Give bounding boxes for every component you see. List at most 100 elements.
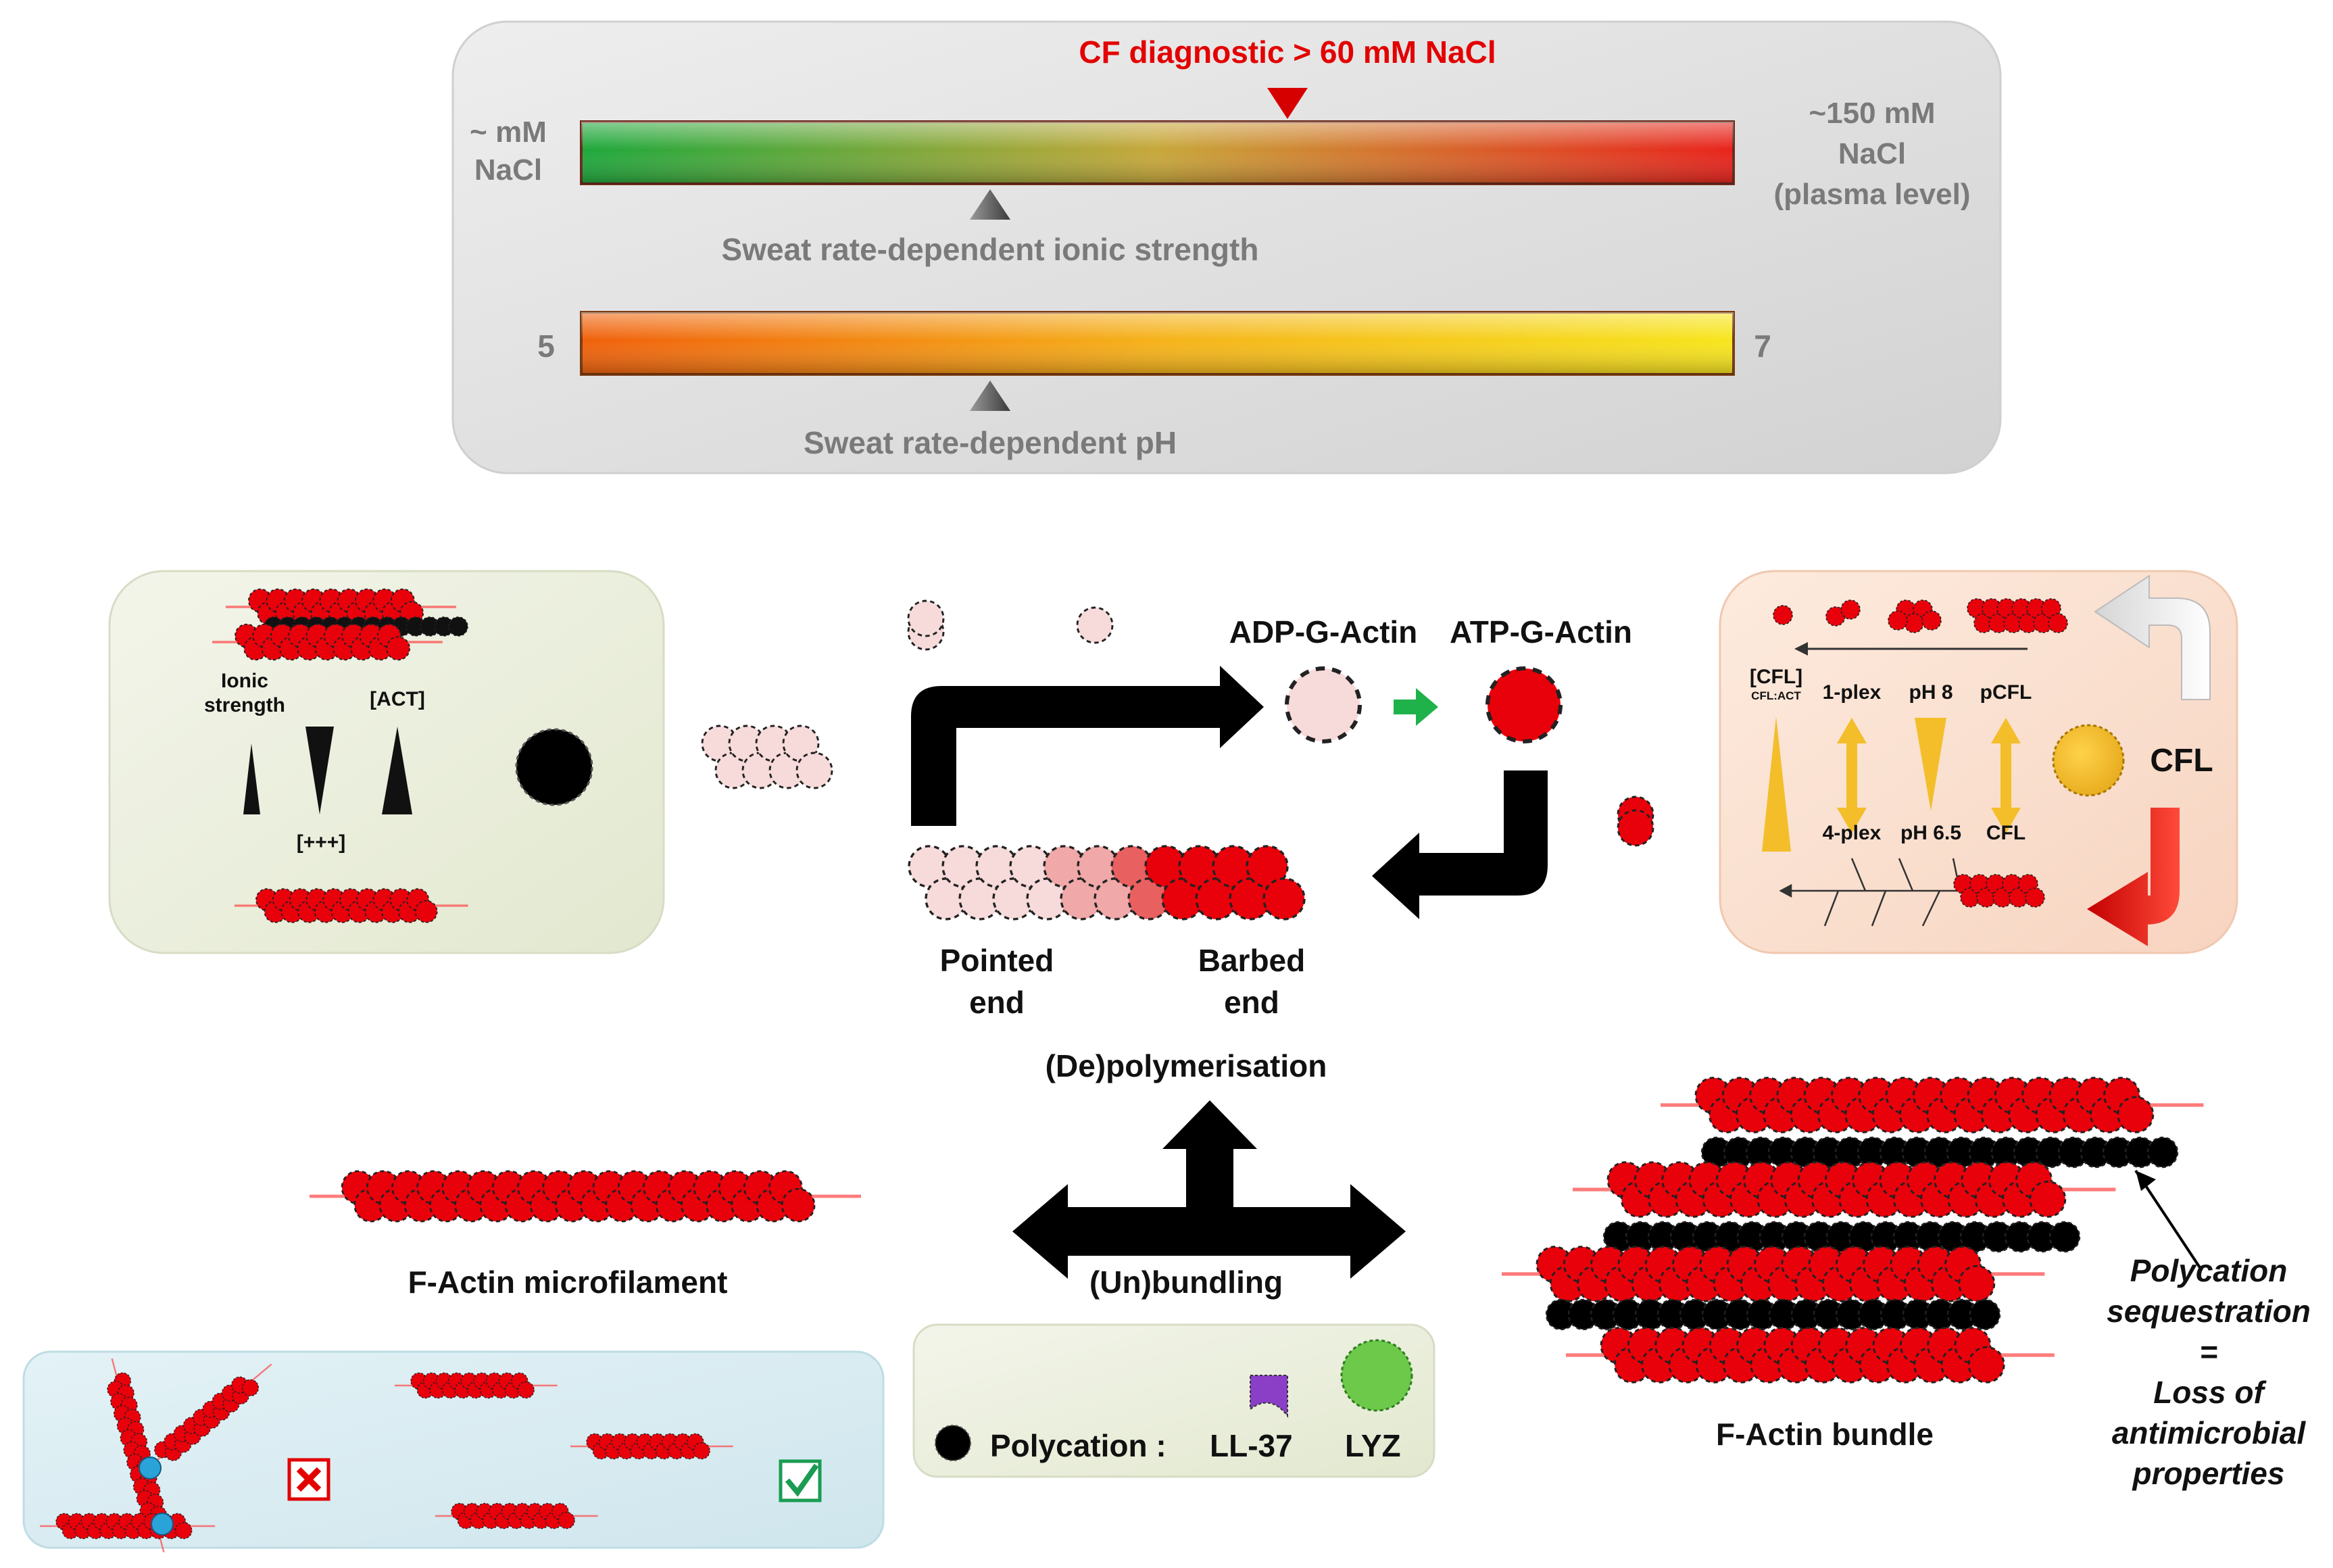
actin-bead — [386, 636, 411, 661]
free-filament — [235, 888, 468, 923]
polycation-bead — [448, 616, 468, 637]
actin-bead — [558, 1511, 575, 1529]
lyz-legend-label: LYZ — [1345, 1428, 1401, 1463]
actin-bead — [414, 900, 438, 923]
ionic-conditions-panel — [108, 570, 665, 954]
one-plex-label: 1-plex — [1822, 681, 1882, 704]
adp-monomer — [1076, 606, 1114, 644]
four-plex-label: 4-plex — [1822, 822, 1882, 844]
sequestration-note: Polycation sequestration = Loss of antim… — [2107, 1253, 2311, 1491]
actin-bead — [1262, 877, 1306, 921]
actin-bead — [795, 752, 833, 789]
severing-fragments — [1779, 858, 1963, 927]
actin-bead — [781, 1187, 816, 1223]
unbranched-filament — [435, 1502, 598, 1529]
ll37-icon — [1250, 1375, 1288, 1418]
microfilament-label: F-Actin microfilament — [408, 1265, 728, 1300]
plex-double-arrow-icon — [1837, 718, 1867, 833]
adp-monomer — [907, 599, 945, 637]
polycation-row — [1700, 1136, 2179, 1169]
bundle-filament — [1566, 1327, 2055, 1383]
reject-icon — [287, 1458, 330, 1501]
sequestration-pointer — [2134, 1169, 2203, 1272]
cfl-small-label: CFL — [1986, 822, 2026, 844]
ph-caption: Sweat rate-dependent pH — [803, 425, 1177, 460]
polymerisation-arrow — [911, 666, 1264, 826]
barbed-end-label: Barbed end — [1198, 943, 1306, 1020]
actin-bead — [1967, 1346, 2005, 1383]
act-label: [ACT] — [370, 688, 425, 710]
polycation-bead — [1969, 1298, 2001, 1331]
bundled-filament — [212, 623, 443, 661]
cfl-ratio-wedge-icon — [1762, 716, 1791, 852]
actin-bead — [1958, 1265, 1996, 1302]
cofilin-severing-arrow-icon — [2087, 808, 2180, 946]
actin-bead — [2025, 887, 2045, 908]
adp-filament-fragment — [701, 725, 833, 789]
cfl-ratio-label: [CFL] — [1749, 666, 1803, 688]
bundle-filament — [1502, 1246, 2045, 1302]
ph-gradient-bar — [580, 311, 1735, 376]
actin-trimer — [1888, 599, 1942, 633]
branch-filament — [146, 1363, 272, 1470]
polycation-legend-icon — [935, 1425, 971, 1461]
cfl-label: CFL — [2150, 743, 2213, 779]
atp-monomer — [1617, 809, 1654, 847]
actin-bead — [241, 1379, 260, 1397]
nacl-low-label: ~ mM NaCl — [470, 116, 547, 187]
actin-oligomer — [1967, 598, 2068, 633]
cf-diagnostic-marker — [1267, 88, 1308, 119]
nacl-gradient-bar — [580, 120, 1735, 185]
atp-g-actin-icon — [1485, 666, 1563, 743]
depolymerisation-arrow — [1372, 770, 1548, 919]
bundle-filament — [1573, 1161, 2116, 1218]
depolymerisation-label: (De)polymerisation — [1045, 1048, 1327, 1083]
ph-wedge-icon — [1915, 718, 1946, 811]
pointed-end-label: Pointed end — [939, 943, 1054, 1020]
severed-filament — [1953, 874, 2045, 908]
cf-diagnostic-label: CF diagnostic > 60 mM NaCl — [1079, 34, 1496, 70]
actin-bead — [2029, 1180, 2067, 1218]
adp-g-actin-label: ADP-G-Actin — [1229, 614, 1418, 650]
atp-g-actin-label: ATP-G-Actin — [1449, 614, 1633, 650]
charge-wedge-icon — [305, 727, 334, 814]
accept-icon — [779, 1459, 822, 1502]
cfl-act-label: CFL:ACT — [1751, 689, 1801, 702]
actin-monomer — [1773, 605, 1793, 625]
polycation-legend — [912, 1323, 1435, 1478]
bundle-label: F-Actin bundle — [1716, 1417, 1934, 1452]
ph-high-label: 7 — [1754, 328, 1771, 364]
ph8-label: pH 8 — [1909, 681, 1953, 704]
adp-g-actin-icon — [1285, 666, 1362, 743]
ph-low-label: 5 — [537, 328, 555, 364]
act-wedge-icon — [382, 727, 412, 814]
pcfl-label: pCFL — [1980, 681, 2032, 704]
actin-dimer — [1840, 599, 1861, 620]
cofilin-icon — [2052, 724, 2125, 797]
ionic-strength-caption: Sweat rate-dependent ionic strength — [721, 232, 1259, 267]
bundling-tee-arrow-shape — [1012, 1100, 1406, 1279]
nacl-high-label: ~150 mM NaCl (plasma level) — [1773, 97, 1971, 211]
arp23-node — [139, 1456, 162, 1479]
ph65-label: pH 6.5 — [1900, 822, 1962, 844]
polymerising-filament — [908, 845, 1306, 921]
actin-bead — [693, 1442, 710, 1460]
actin-bead — [2048, 613, 2068, 633]
ionic-strength-marker — [970, 189, 1010, 220]
ph-marker — [970, 381, 1010, 411]
actin-bead — [1921, 610, 1942, 631]
polycation-bead — [2048, 1221, 2081, 1253]
unbranched-filament — [570, 1433, 733, 1460]
lyz-icon — [1340, 1339, 1413, 1412]
polycation-bead — [515, 728, 593, 806]
ionic-strength-wedge-icon — [243, 743, 260, 814]
polycation-bead — [2146, 1136, 2179, 1169]
bundle-filament — [1661, 1077, 2204, 1133]
pcfl-double-arrow-icon — [1991, 718, 2021, 833]
polycation-row — [1602, 1221, 2081, 1253]
actin-bead — [517, 1381, 535, 1399]
exchange-arrow — [1394, 688, 1438, 726]
polycation-legend-label: Polycation : — [990, 1428, 1166, 1463]
actin-bead — [1904, 613, 1924, 633]
